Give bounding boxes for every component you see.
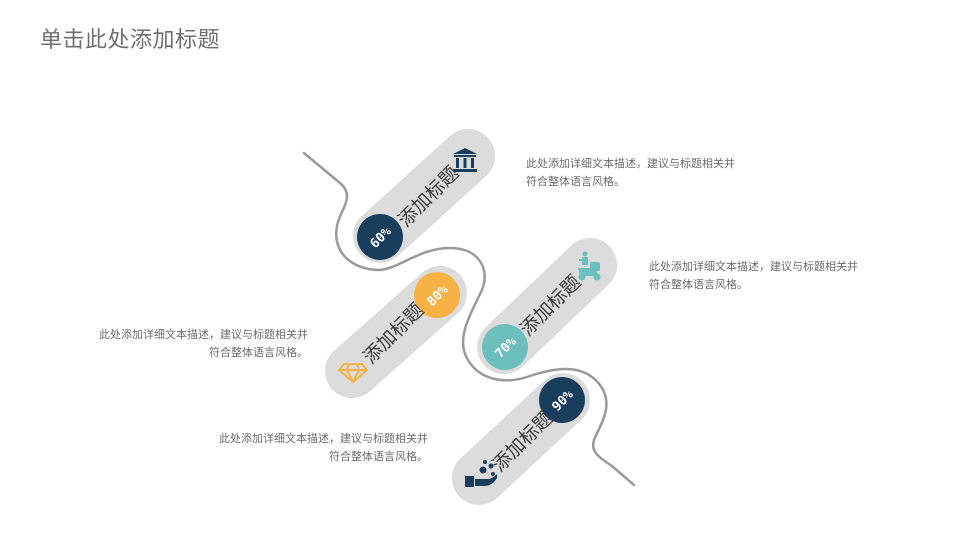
description-3-line-2: 符合整体语言风格。 bbox=[649, 278, 748, 291]
bank-icon bbox=[453, 148, 477, 172]
hand-coins-icon bbox=[465, 460, 497, 487]
description-1-line-1: 此处添加详细文本描述，建议与标题相关并 bbox=[526, 157, 735, 170]
diamond-icon bbox=[337, 363, 369, 384]
percent-badge-3 bbox=[482, 324, 528, 370]
description-2-line-1: 此处添加详细文本描述，建议与标题相关并 bbox=[99, 328, 308, 341]
percent-badge-1 bbox=[357, 214, 403, 260]
step-card-4[interactable]: 90% 添加标题 bbox=[452, 373, 590, 505]
description-2: 此处添加详细文本描述，建议与标题相关并 符合整体语言风格。 bbox=[99, 326, 308, 362]
description-1-line-2: 符合整体语言风格。 bbox=[526, 175, 625, 188]
description-3-line-1: 此处添加详细文本描述，建议与标题相关并 bbox=[649, 260, 858, 273]
description-4: 此处添加详细文本描述，建议与标题相关并 符合整体语言风格。 bbox=[219, 430, 428, 466]
description-3: 此处添加详细文本描述，建议与标题相关并 符合整体语言风格。 bbox=[649, 258, 858, 294]
description-4-line-2: 符合整体语言风格。 bbox=[329, 450, 428, 463]
step-card-2[interactable]: 80% 添加标题 bbox=[325, 266, 467, 398]
slide-title[interactable]: 单击此处添加标题 bbox=[40, 28, 221, 53]
percent-badge-2 bbox=[414, 272, 460, 318]
delivery-scooter-icon bbox=[578, 251, 601, 281]
description-2-line-2: 符合整体语言风格。 bbox=[209, 346, 308, 359]
description-1: 此处添加详细文本描述，建议与标题相关并 符合整体语言风格。 bbox=[526, 155, 735, 191]
percent-badge-4 bbox=[539, 377, 585, 423]
step-card-3[interactable]: 70% 添加标题 bbox=[477, 238, 617, 374]
description-4-line-1: 此处添加详细文本描述，建议与标题相关并 bbox=[219, 432, 428, 445]
step-card-1[interactable]: 60% 添加标题 bbox=[353, 129, 495, 263]
connector-curve bbox=[302, 151, 636, 487]
